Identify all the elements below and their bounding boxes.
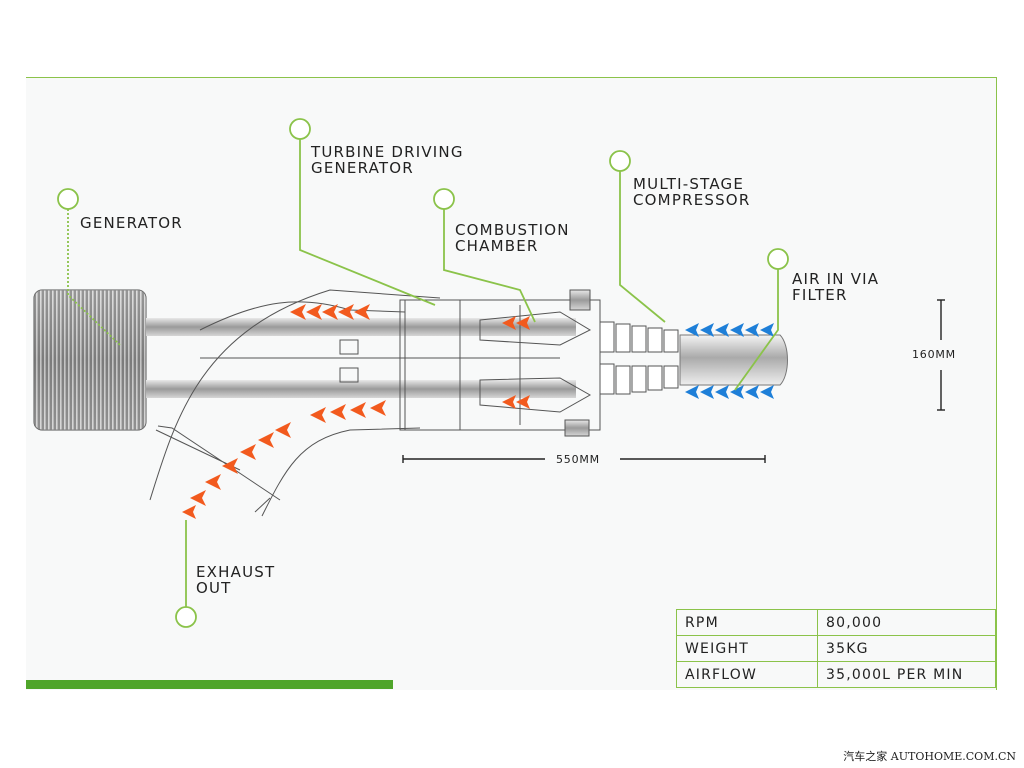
compressor-stages <box>564 289 679 437</box>
turbine-housing <box>149 289 601 517</box>
air-intake <box>679 334 788 386</box>
generator-label: GENERATOR <box>80 215 183 231</box>
turbine-label-line2: GENERATOR <box>311 159 414 177</box>
spec-value: 35,000L PER MIN <box>817 661 996 688</box>
upper-shaft <box>146 318 576 336</box>
turbine-label-line1: TURBINE DRIVING <box>311 143 464 161</box>
turbine-label: TURBINE DRIVING GENERATOR <box>311 144 464 176</box>
exhaust-flow-arrows <box>182 304 530 519</box>
spec-key: RPM <box>676 609 818 636</box>
air-in-label: AIR IN VIA FILTER <box>792 271 879 303</box>
spec-row-rpm: RPM 80,000 <box>676 609 996 636</box>
spec-row-airflow: AIRFLOW 35,000L PER MIN <box>676 661 996 688</box>
compressor-label: MULTI-STAGE COMPRESSOR <box>633 176 750 208</box>
combustion-label: COMBUSTION CHAMBER <box>455 222 570 254</box>
air-in-label-line2: FILTER <box>792 286 848 304</box>
length-dimension: 550MM <box>556 453 600 466</box>
spec-key: AIRFLOW <box>676 661 818 688</box>
spec-value: 35KG <box>817 635 996 662</box>
exhaust-label-line2: OUT <box>196 579 232 597</box>
height-dimension: 160MM <box>912 348 956 361</box>
air-in-label-line1: AIR IN VIA <box>792 270 880 288</box>
spec-table: RPM 80,000 WEIGHT 35KG AIRFLOW 35,000L P… <box>676 609 996 688</box>
intake-flow-arrows <box>685 323 774 399</box>
generator-body <box>33 289 147 431</box>
watermark: 汽车之家 AUTOHOME.COM.CN <box>843 750 1016 763</box>
generator-label-text: GENERATOR <box>80 214 183 232</box>
spec-key: WEIGHT <box>676 635 818 662</box>
compressor-label-line2: COMPRESSOR <box>633 191 751 209</box>
lower-shaft <box>146 380 576 398</box>
combustion-label-line2: CHAMBER <box>455 237 539 255</box>
exhaust-label-line1: EXHAUST <box>196 563 276 581</box>
spec-value: 80,000 <box>817 609 996 636</box>
accent-bar <box>26 680 393 689</box>
compressor-label-line1: MULTI-STAGE <box>633 175 745 193</box>
spec-row-weight: WEIGHT 35KG <box>676 635 996 662</box>
combustion-label-line1: COMBUSTION <box>455 221 570 239</box>
dimension-lines <box>402 299 945 463</box>
exhaust-label: EXHAUST OUT <box>196 564 275 596</box>
callout-lines <box>57 118 789 628</box>
